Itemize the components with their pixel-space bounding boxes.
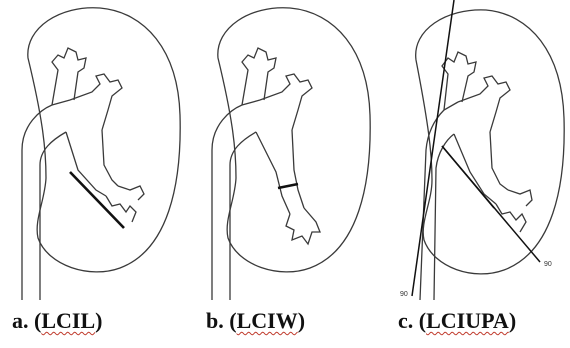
measurement-line-lciw [278, 184, 298, 188]
corner-label-left: 90 [400, 291, 408, 298]
caption-a-abbr: LCIL [41, 308, 95, 333]
kidney-outline-c [416, 10, 565, 300]
caption-b: b. (LCIW) [206, 308, 305, 334]
measurement-line-lcil [70, 172, 124, 228]
caption-b-abbr: LCIW [237, 308, 298, 333]
panel-c-kidney-diagram: 90 90 [380, 0, 570, 300]
kidney-outline-b [212, 8, 370, 300]
panel-b-kidney-diagram [190, 0, 380, 300]
measurement-lines-lciupa [412, 0, 540, 296]
caption-c-abbr: LCIUPA [426, 308, 509, 333]
caption-c: c. (LCIUPA) [398, 308, 516, 334]
caption-a-letter: a. [12, 308, 29, 333]
caption-b-letter: b. [206, 308, 224, 333]
caption-c-letter: c. [398, 308, 413, 333]
panel-a-kidney-diagram [0, 0, 190, 300]
caption-a: a. (LCIL) [12, 308, 102, 334]
kidney-outline-a [22, 8, 180, 300]
corner-label-right: 90 [544, 261, 552, 268]
